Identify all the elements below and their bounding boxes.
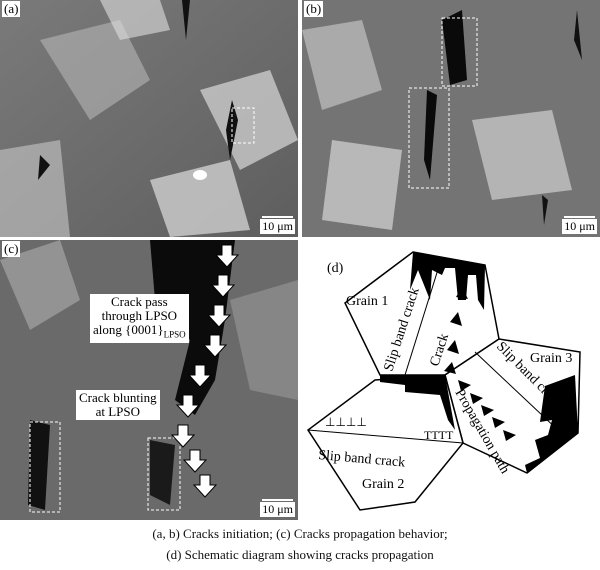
panel-label-b: (b) [304,1,324,17]
micrograph-b: (b) 10 μm [302,0,600,237]
micrograph-a-image [0,0,298,237]
annotation-crack-blunting: Crack blunting at LPSO [76,390,160,420]
panel-label-d: (d) [327,261,344,276]
scale-bar-c: 10 μm [260,499,295,517]
grain-3-label: Grain 3 [530,351,572,366]
micrograph-c: (c) Crack pass through LPSO along {0001}… [0,240,298,520]
panel-label-a: (a) [2,1,21,17]
dislocation-symbols: TTTT [424,428,454,442]
dislocation-symbols: ⊥⊥⊥⊥ [325,415,367,429]
annotation-subscript: LPSO [163,329,186,340]
annotation-crack-pass-lpso: Crack pass through LPSO along {0001}LPSO [90,294,189,343]
annotation-text: along {0001} [93,322,164,337]
caption-line-2: (d) Schematic diagram showing cracks pro… [166,547,434,562]
figure-caption: (a, b) Cracks initiation; (c) Cracks pro… [0,523,600,565]
annotation-line: through LPSO [101,308,178,323]
grain-1-label: Grain 1 [346,294,388,309]
grain-2-label: Grain 2 [362,477,404,492]
arrow-icons [170,244,240,498]
annotation-line: along {0001}LPSO [93,323,186,342]
scale-bar-a: 10 μm [260,216,295,234]
scale-bar-b: 10 μm [562,216,597,234]
caption-line-1: (a, b) Cracks initiation; (c) Cracks pro… [152,526,448,541]
panel-label-c: (c) [2,241,21,257]
micrograph-c-image [0,240,298,520]
micrograph-b-image [302,0,600,237]
micrograph-a: (a) 10 μm [0,0,298,237]
annotation-line: Crack blunting [79,390,157,405]
annotation-line: Crack pass [110,294,168,309]
annotation-line: at LPSO [95,404,141,419]
